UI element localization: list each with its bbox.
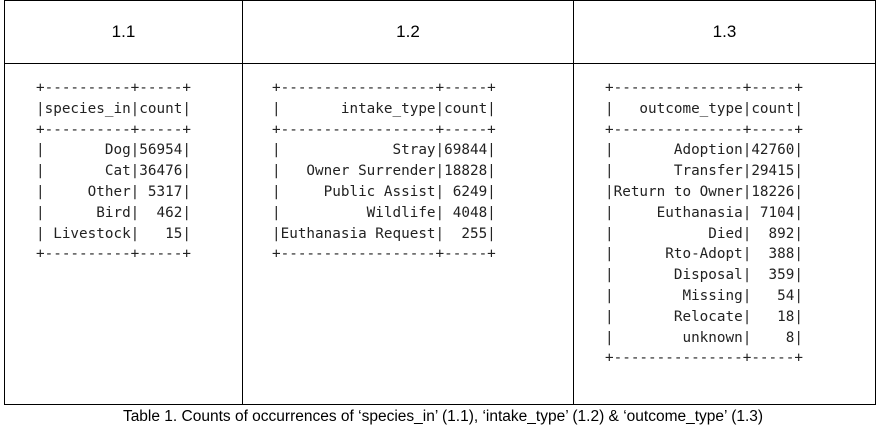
table-row: | Owner Surrender|18828| bbox=[272, 163, 496, 180]
header-1-3: 1.3 bbox=[574, 1, 875, 64]
table-row: | Disposal| 359| bbox=[605, 267, 803, 284]
tables-frame: 1.1 1.2 1.3 +----------+-----+ |species_… bbox=[4, 0, 876, 405]
species-in-table: +----------+-----+ |species_in|count| +-… bbox=[36, 78, 191, 265]
table-row: | Rto-Adopt| 388| bbox=[605, 246, 803, 263]
intake-type-table: +------------------+-----+ | intake_type… bbox=[272, 78, 496, 265]
table-row: | Dog|56954| bbox=[36, 142, 191, 159]
table-border-line: +---------------+-----+ bbox=[605, 80, 803, 96]
table-row: | Wildlife| 4048| bbox=[272, 204, 496, 221]
table-border-line: +------------------+-----+ bbox=[272, 121, 496, 138]
table-border-line: +---------------+-----+ bbox=[605, 350, 803, 367]
table-row: | Cat|36476| bbox=[36, 163, 191, 180]
table-row: | Missing| 54| bbox=[605, 287, 803, 304]
table-border-line: +------------------+-----+ bbox=[272, 246, 496, 263]
outcome-table-cell: +---------------+-----+ | outcome_type|c… bbox=[574, 64, 875, 404]
table-border-line: +------------------+-----+ bbox=[272, 80, 496, 96]
table-row: | Livestock| 15| bbox=[36, 225, 191, 242]
table-row: | unknown| 8| bbox=[605, 329, 803, 346]
table-row: | Died| 892| bbox=[605, 225, 803, 242]
table-row: | Other| 5317| bbox=[36, 183, 191, 200]
header-1-2: 1.2 bbox=[243, 1, 574, 64]
table-row: |Euthanasia Request| 255| bbox=[272, 225, 496, 242]
table-row: | Public Assist| 6249| bbox=[272, 183, 496, 200]
table-row: | Transfer|29415| bbox=[605, 163, 803, 180]
table-row: |Return to Owner|18226| bbox=[605, 183, 803, 200]
table-caption: Table 1. Counts of occurrences of ‘speci… bbox=[122, 408, 764, 425]
table-header-line: | intake_type|count| bbox=[272, 100, 496, 117]
table-row: | Bird| 462| bbox=[36, 204, 191, 221]
table-border-line: +----------+-----+ bbox=[36, 80, 191, 96]
table-row: | Stray|69844| bbox=[272, 142, 496, 159]
table-border-line: +----------+-----+ bbox=[36, 121, 191, 138]
intake-table-cell: +------------------+-----+ | intake_type… bbox=[243, 64, 574, 404]
table-header-line: |species_in|count| bbox=[36, 100, 191, 117]
table-row: | Adoption|42760| bbox=[605, 142, 803, 159]
species-table-cell: +----------+-----+ |species_in|count| +-… bbox=[5, 64, 243, 404]
table-border-line: +----------+-----+ bbox=[36, 246, 191, 263]
table-header-line: | outcome_type|count| bbox=[605, 100, 803, 117]
header-1-1: 1.1 bbox=[5, 1, 243, 64]
table-row: | Euthanasia| 7104| bbox=[605, 204, 803, 221]
outcome-type-table: +---------------+-----+ | outcome_type|c… bbox=[605, 78, 803, 369]
table-border-line: +---------------+-----+ bbox=[605, 121, 803, 138]
table-row: | Relocate| 18| bbox=[605, 308, 803, 325]
